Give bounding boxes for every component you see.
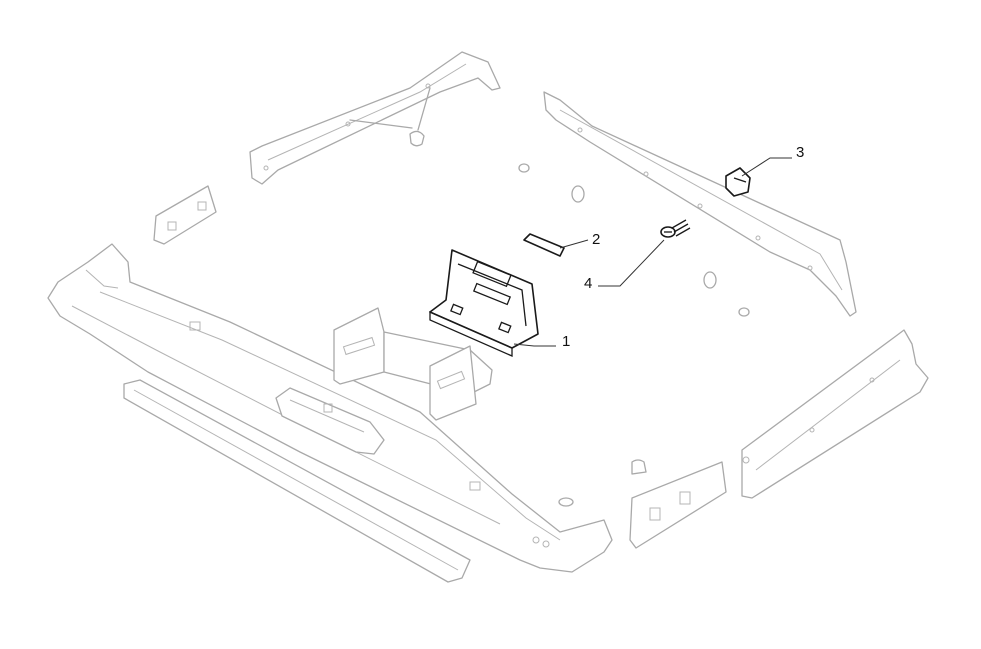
part-2-strip: [523, 233, 565, 257]
callout-label: 2: [592, 231, 600, 248]
left-rear-trim-rail: [249, 51, 501, 185]
callout-label: 1: [562, 333, 570, 350]
callout-1: 1: [513, 333, 570, 350]
lower-front-strip: [123, 379, 471, 583]
roof-clip-4: [738, 307, 750, 317]
callout-2: 2: [559, 231, 600, 249]
right-rear-panel: [741, 329, 929, 499]
roof-clip-1: [518, 163, 530, 173]
roof-headliner-assembly: [47, 51, 929, 583]
callout-label: 3: [796, 144, 804, 161]
part-1-bracket: [429, 249, 539, 357]
callout-4: 4: [584, 239, 665, 292]
callout-label: 4: [584, 275, 592, 292]
right-middle-bracket: [629, 459, 727, 549]
callout-3: 3: [741, 144, 804, 177]
front-headliner-panel: [47, 243, 613, 573]
roof-clip-5: [558, 497, 574, 507]
right-trim-rail: [543, 91, 857, 317]
part-3-clip: [725, 167, 751, 197]
part-4-screw: [660, 219, 691, 238]
left-small-bracket: [153, 185, 217, 245]
clip-pin-left-a: [409, 130, 425, 147]
grey-mounting-bracket: [333, 307, 493, 421]
roof-clip-2: [571, 185, 585, 203]
clip-pin-left-b: [349, 87, 431, 131]
roof-clip-3: [703, 271, 717, 289]
